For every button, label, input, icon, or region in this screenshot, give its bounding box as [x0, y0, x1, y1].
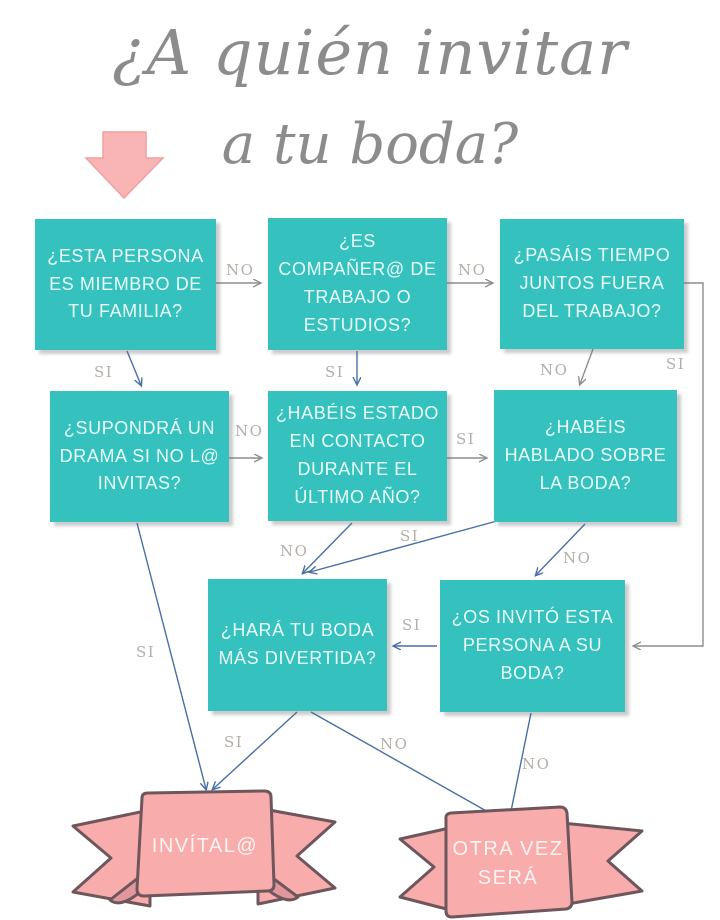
edge-label: SI — [400, 527, 420, 545]
edge-label: SI — [402, 616, 422, 634]
edge-label: NO — [280, 542, 309, 560]
node-contact: ¿HABÉIS ESTADO EN CONTACTO DURANTE EL ÚL… — [268, 391, 447, 521]
next-time-banner-label: OTRA VEZ SERÁ — [452, 838, 564, 889]
edge-label: SI — [94, 363, 114, 381]
edge-label: NO — [380, 735, 409, 753]
edge-label: NO — [235, 422, 264, 440]
node-time-together: ¿PASÁIS TIEMPO JUNTOS FUERA DEL TRABAJO? — [500, 219, 684, 349]
node-family: ¿ESTA PERSONA ES MIEMBRO DE TU FAMILIA? — [35, 219, 216, 350]
edge-label: SI — [666, 355, 686, 373]
page-title-line1: ¿A quién invitar — [112, 16, 628, 89]
node-talked-wedding: ¿HABÉIS HABLADO SOBRE LA BODA? — [494, 390, 677, 522]
page-title-line2: a tu boda? — [221, 112, 519, 177]
edge-label: NO — [458, 261, 487, 279]
connector-time-talked — [580, 348, 594, 384]
edge-label: NO — [540, 361, 569, 379]
node-drama: ¿SUPONDRÁ UN DRAMA SI NO L@ INVITAS? — [50, 391, 229, 522]
ribbon-icon — [398, 805, 644, 919]
node-coworker: ¿ES COMPAÑER@ DE TRABAJO O ESTUDIOS? — [268, 218, 447, 350]
node-funnier: ¿HARÁ TU BODA MÁS DIVERTIDA? — [208, 579, 387, 711]
next-time-banner: OTRA VEZ SERÁ — [392, 803, 650, 920]
ribbon-icon — [71, 789, 337, 908]
invite-banner: INVÍTAL@ — [66, 788, 342, 914]
edge-label: NO — [563, 549, 592, 567]
edge-label: NO — [226, 261, 255, 279]
edge-label: SI — [136, 643, 156, 661]
edge-label: SI — [224, 733, 244, 751]
invite-banner-label: INVÍTAL@ — [151, 835, 259, 857]
node-invited-you: ¿OS INVITÓ ESTA PERSONA A SU BODA? — [440, 580, 625, 712]
connector-family-drama — [126, 350, 141, 385]
edge-label: SI — [456, 430, 476, 448]
connector-contact-funnier — [303, 522, 353, 573]
edge-label: NO — [522, 755, 551, 773]
edge-label: SI — [325, 363, 345, 381]
